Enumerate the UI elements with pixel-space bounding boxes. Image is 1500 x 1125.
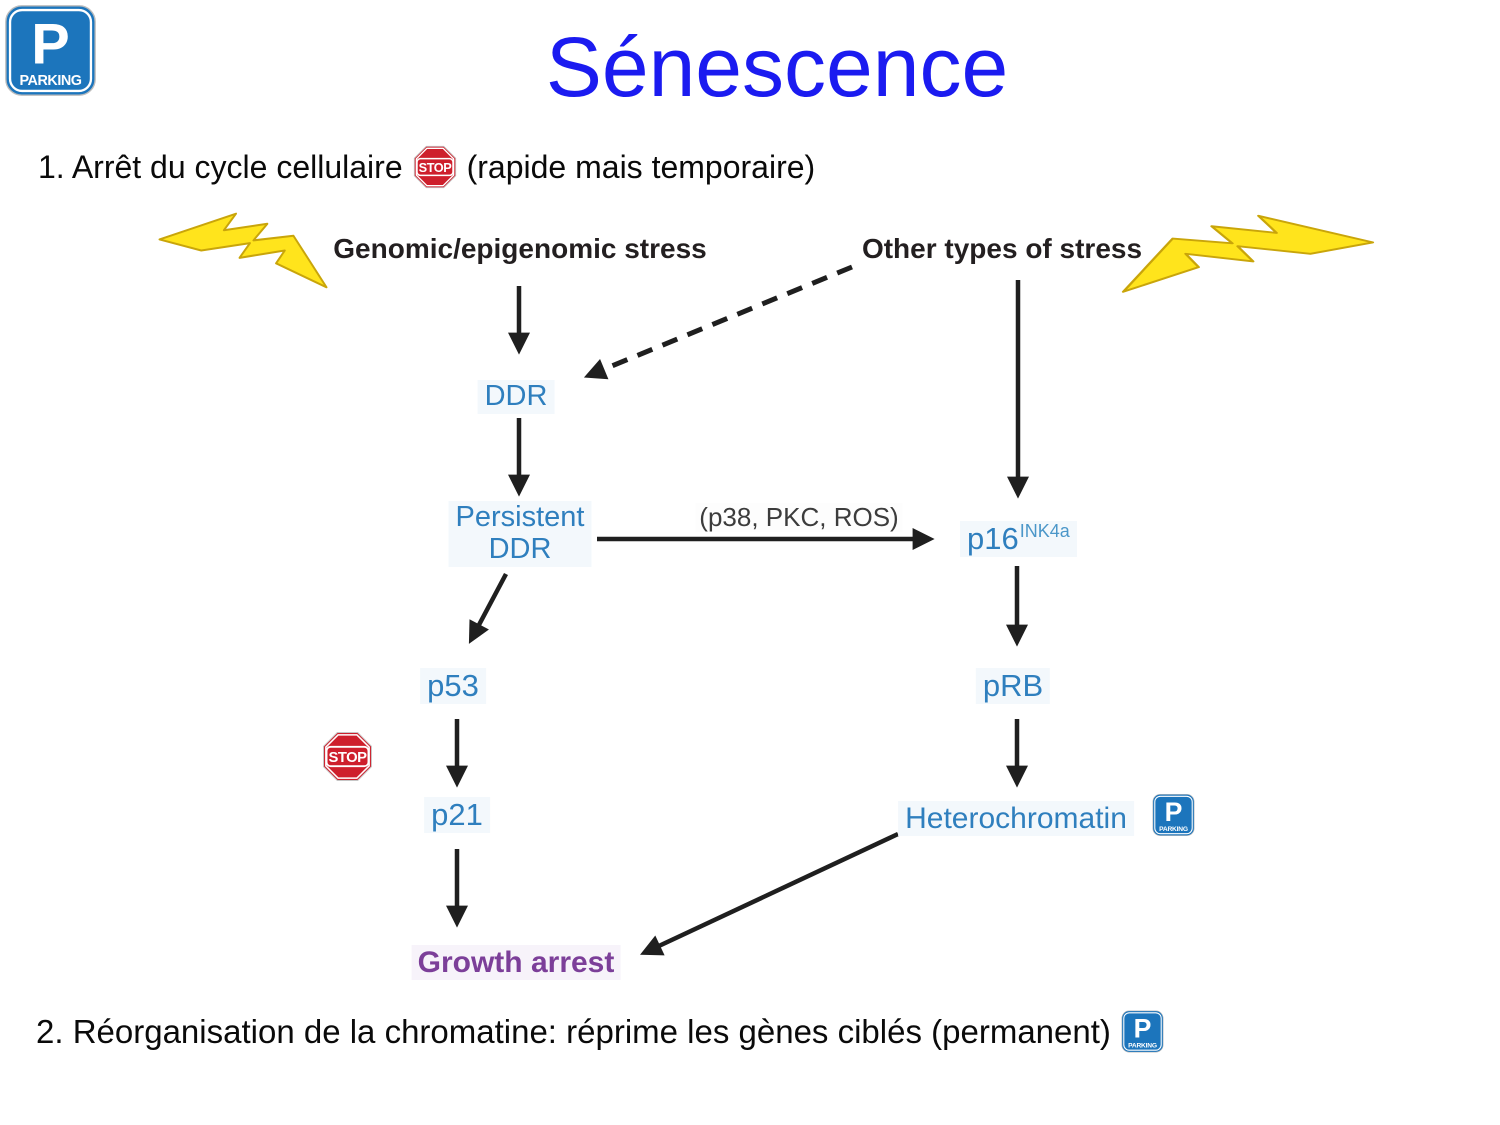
node-prb: pRB (975, 668, 1051, 705)
parking-logo-p: P (31, 13, 69, 77)
node-ddr: DDR (477, 380, 555, 414)
parking-sign-2-p: P (1165, 797, 1183, 827)
node-growth-arrest: Growth arrest (411, 945, 621, 980)
parking-logo-label: PARKING (19, 73, 81, 89)
stop-sign-icon: STOP (413, 145, 456, 189)
node-heterochromatin: Heterochromatin (898, 801, 1134, 836)
arrow-other-to-ddr-dashed (583, 264, 853, 380)
point-1-suffix: (rapide mais temporaire) (466, 148, 816, 185)
node-p16-superscript: INK4a (1019, 521, 1070, 541)
arrow-heterochromatin-to-growth (640, 831, 899, 956)
node-p21: p21 (424, 797, 490, 834)
lightning-right-icon (1121, 214, 1375, 294)
stop-sign-icon-2: STOP (323, 732, 372, 781)
lightning-left-icon (158, 212, 328, 289)
node-p16: p16INK4a (960, 521, 1077, 558)
label-kinases: (p38, PKC, ROS) (695, 503, 903, 532)
node-persistent-ddr-line2: DDR (488, 532, 552, 565)
parking-logo-icon: P PARKING (5, 5, 96, 96)
point-2-text: 2. Réorganisation de la chromatine: répr… (36, 1012, 1111, 1050)
node-persistent-ddr-line1: Persistent (455, 501, 585, 533)
node-p53: p53 (420, 668, 486, 705)
parking-sign-3-label: PARKING (1128, 1042, 1157, 1049)
parking-sign-icon-3: P PARKING (1121, 1010, 1164, 1053)
slide-title: Sénescence (545, 20, 1009, 114)
parking-sign-3-p: P (1134, 1014, 1152, 1044)
arrow-persistent-to-p53 (468, 572, 508, 644)
node-other-stress: Other types of stress (861, 233, 1143, 264)
stop-sign-2-label: STOP (329, 750, 368, 766)
node-persistent-ddr: Persistent DDR (448, 501, 592, 567)
node-p16-base: p16 (967, 521, 1019, 556)
parking-sign-icon-2: P PARKING (1152, 794, 1195, 836)
point-1: 1. Arrêt du cycle cellulaire STOP (rapid… (38, 145, 815, 189)
stop-sign-label: STOP (418, 160, 452, 175)
parking-sign-2-label: PARKING (1159, 826, 1188, 833)
point-1-text: 1. Arrêt du cycle cellulaire (38, 148, 403, 185)
node-genomic-stress: Genomic/epigenomic stress (333, 233, 707, 264)
point-2: 2. Réorganisation de la chromatine: répr… (36, 1008, 1164, 1055)
